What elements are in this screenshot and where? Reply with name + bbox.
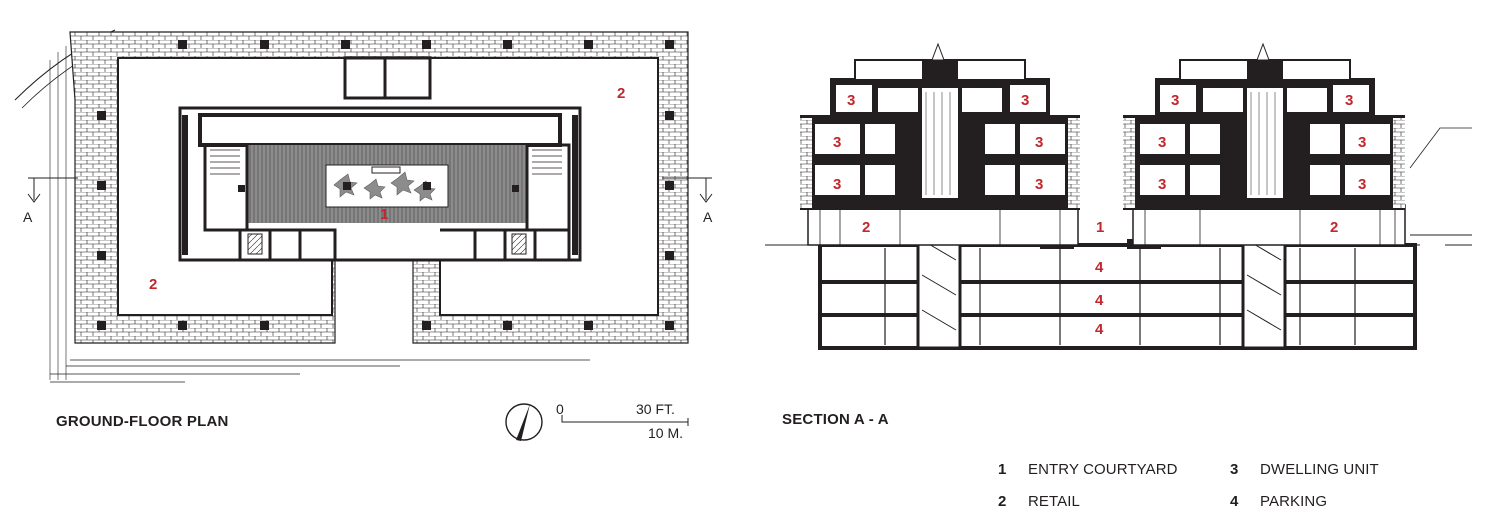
section-marker-left: A [23,209,33,225]
section-cut-markers [27,177,713,203]
legend-label: RETAIL [1028,493,1081,510]
section-tags: 3 3 3 3 3 3 3 3 3 3 3 3 2 2 1 4 4 4 [833,92,1366,338]
scale-zero: 0 [556,401,564,417]
section-tag-dwelling: 3 [833,176,841,193]
scale-bar [561,415,689,426]
section-tag-dwelling: 3 [1035,134,1043,151]
section-tag-dwelling: 3 [1345,92,1353,109]
section-tag-parking: 4 [1095,292,1104,309]
section-tag-retail-left: 2 [862,219,870,236]
legend-item: 3 DWELLING UNIT [1230,461,1379,478]
section-tag-dwelling: 3 [1021,92,1029,109]
plan-tag-retail-ne: 2 [617,85,625,102]
plan-tag-courtyard: 1 [380,206,388,223]
parking-levels [818,203,1417,350]
legend-item: 2 RETAIL [998,493,1080,510]
legend-label: PARKING [1260,493,1328,510]
tower-right [1123,42,1406,246]
legend-number: 1 [998,461,1007,478]
scale-meters: 10 M. [648,425,684,441]
section-tag-dwelling: 3 [1035,176,1043,193]
legend-label: DWELLING UNIT [1260,461,1379,478]
plan-columns [97,40,674,330]
legend-item: 4 PARKING [1230,493,1327,510]
ground-floor-plan: 1 2 2 A A [14,29,713,441]
plan-caption: GROUND-FLOOR PLAN [56,413,229,430]
section-tag-courtyard: 1 [1096,219,1104,236]
section-tag-parking: 4 [1095,259,1104,276]
plan-core [178,56,582,262]
legend-number: 4 [1230,493,1239,510]
legend-number: 3 [1230,461,1239,478]
legend-label: ENTRY COURTYARD [1028,461,1178,478]
section-tag-dwelling: 3 [833,134,841,151]
tower-left [800,42,1080,246]
section-tag-parking: 4 [1095,321,1104,338]
scale-feet: 30 FT. [636,401,675,417]
north-arrow-icon [505,403,543,441]
section-tag-dwelling: 3 [1158,176,1166,193]
section-tag-dwelling: 3 [1358,134,1366,151]
legend-item: 1 ENTRY COURTYARD [998,461,1178,478]
section-marker-right: A [703,209,713,225]
section-tag-dwelling: 3 [1158,134,1166,151]
section-a-a: 3 3 3 3 3 3 3 3 3 3 3 3 2 2 1 4 4 4 [765,42,1472,350]
section-tag-dwelling: 3 [847,92,855,109]
section-tag-dwelling: 3 [1171,92,1179,109]
section-tag-dwelling: 3 [1358,176,1366,193]
section-caption: SECTION A - A [782,411,889,428]
section-tag-retail-right: 2 [1330,219,1338,236]
legend-number: 2 [998,493,1007,510]
plan-tag-retail-sw: 2 [149,276,157,293]
